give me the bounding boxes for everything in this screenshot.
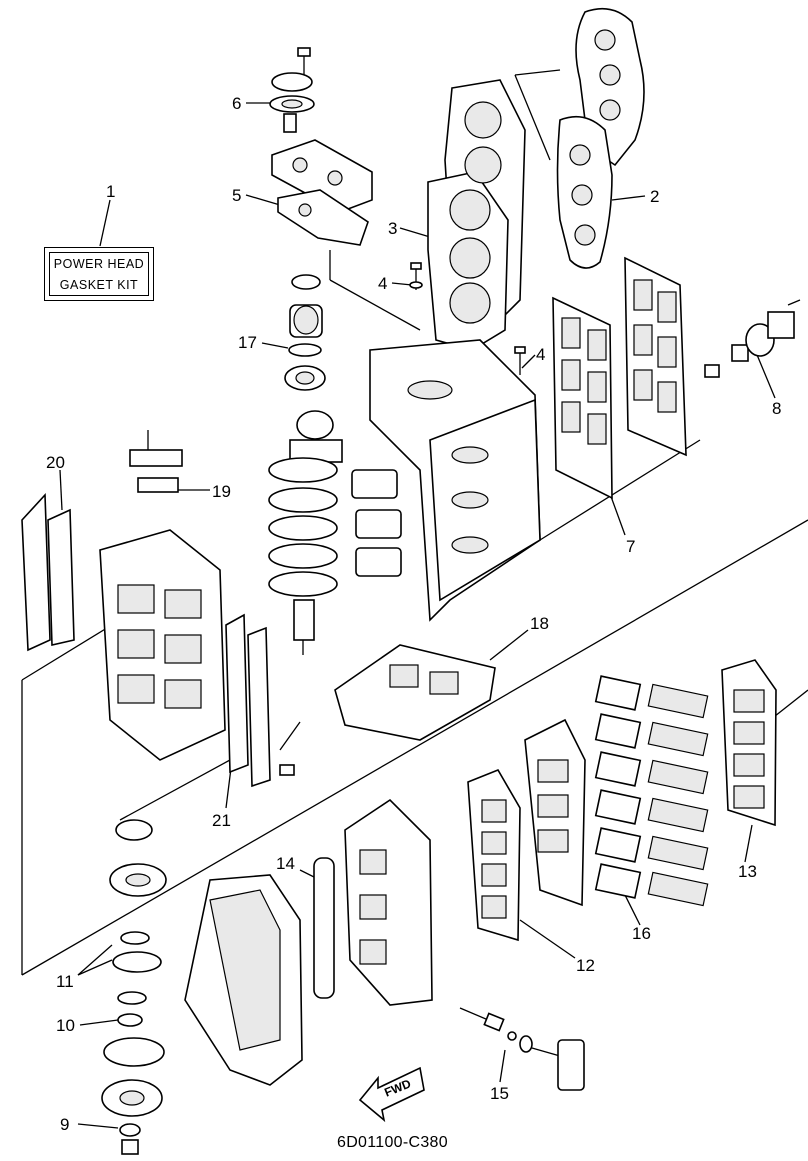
callout-18: 18 xyxy=(530,614,549,633)
callout-9: 9 xyxy=(60,1115,70,1134)
part-7-cover xyxy=(552,256,687,500)
callout-5: 5 xyxy=(232,186,242,205)
callout-11: 11 xyxy=(56,972,74,991)
part-13-gasket xyxy=(721,659,777,827)
cylinder-block xyxy=(351,339,541,622)
kit-box-line-2: GASKET KIT xyxy=(59,278,139,292)
kit-box-inner-frame xyxy=(49,252,149,296)
part-16-reeds xyxy=(594,675,709,907)
part-21-gasket xyxy=(225,613,295,788)
intake-manifold xyxy=(344,798,433,1006)
part-12-reed-plate xyxy=(467,718,586,942)
callout-6: 6 xyxy=(232,94,242,113)
crankcase xyxy=(99,529,226,761)
part-3-head xyxy=(427,79,526,351)
callout-15: 15 xyxy=(490,1084,509,1103)
callout-2: 2 xyxy=(650,187,660,206)
fwd-arrow xyxy=(358,1066,425,1123)
callout-19: 19 xyxy=(212,482,231,501)
callout-12: 12 xyxy=(576,956,595,975)
callout-20: 20 xyxy=(46,453,65,472)
part-6-cover xyxy=(269,47,315,133)
callout-4-upper: 4 xyxy=(378,274,388,293)
part-14-gasket xyxy=(313,857,335,999)
part-19-bracket xyxy=(129,430,183,493)
part-17-bearings xyxy=(284,274,326,391)
callout-16: 16 xyxy=(632,924,651,943)
callout-7: 7 xyxy=(626,537,636,556)
callout-21: 21 xyxy=(212,811,231,830)
drawing-code: 6D01100-C380 xyxy=(337,1134,448,1151)
power-head-gasket-kit-box: POWER HEAD GASKET KIT xyxy=(44,247,154,301)
callout-1: 1 xyxy=(106,182,116,201)
callout-8: 8 xyxy=(772,399,782,418)
callout-14: 14 xyxy=(276,854,295,873)
callout-4-lower: 4 xyxy=(536,345,546,364)
callout-17: 17 xyxy=(238,333,257,352)
lower-seals xyxy=(101,819,167,1155)
callout-13: 13 xyxy=(738,862,757,881)
part-2-exhaust-gasket xyxy=(556,7,645,269)
exhaust-cover xyxy=(184,874,303,1086)
crankshaft xyxy=(268,410,343,655)
part-4-bolts xyxy=(409,262,526,375)
part-15-valve xyxy=(459,1007,585,1091)
part-8-thermostat xyxy=(704,299,801,378)
kit-box-line-1: POWER HEAD xyxy=(53,257,145,271)
callout-3: 3 xyxy=(388,219,398,238)
callout-10: 10 xyxy=(56,1016,75,1035)
part-5-cover-plate xyxy=(271,139,373,246)
part-20-gasket xyxy=(21,493,75,652)
part-18-gasket xyxy=(334,644,496,741)
